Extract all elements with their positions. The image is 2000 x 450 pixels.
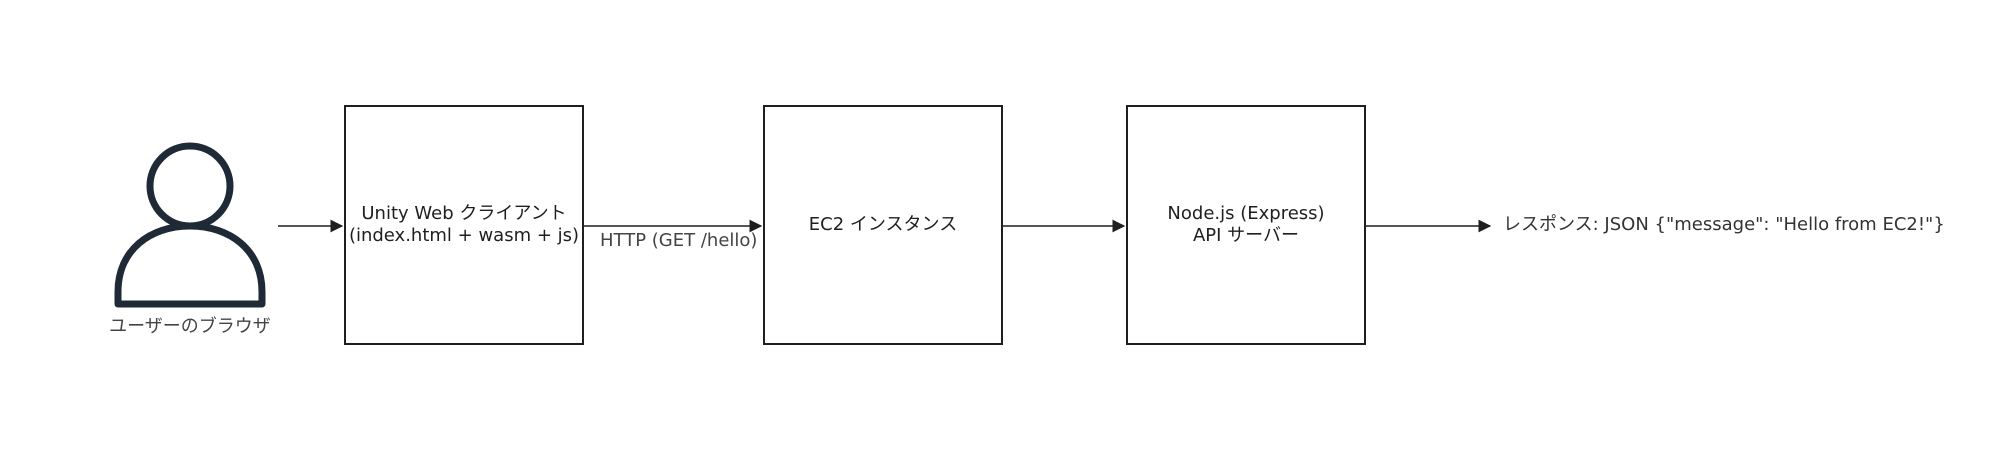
user-icon xyxy=(114,142,266,308)
node-api-server-text: Node.js (Express) API サーバー xyxy=(1167,203,1324,247)
ec2-instance-title: EC2 インスタンス xyxy=(808,214,958,235)
unity-web-client-subtitle: (index.html + wasm + js) xyxy=(348,225,580,246)
unity-web-client-text: Unity Web クライアント (index.html + wasm + js… xyxy=(349,203,579,247)
ec2-instance-text: EC2 インスタンス xyxy=(809,214,957,236)
unity-web-client-title: Unity Web クライアント xyxy=(361,203,567,224)
ec2-instance-box: EC2 インスタンス xyxy=(763,105,1003,345)
node-api-server-title: Node.js (Express) xyxy=(1167,203,1325,224)
response-label: レスポンス: JSON {"message": "Hello from EC2!… xyxy=(1503,214,1945,235)
node-api-server-subtitle: API サーバー xyxy=(1192,225,1299,246)
unity-web-client-box: Unity Web クライアント (index.html + wasm + js… xyxy=(344,105,584,345)
user-browser-label: ユーザーのブラウザ xyxy=(109,316,271,337)
http-request-label: HTTP (GET /hello) xyxy=(600,230,758,251)
node-api-server-box: Node.js (Express) API サーバー xyxy=(1126,105,1366,345)
